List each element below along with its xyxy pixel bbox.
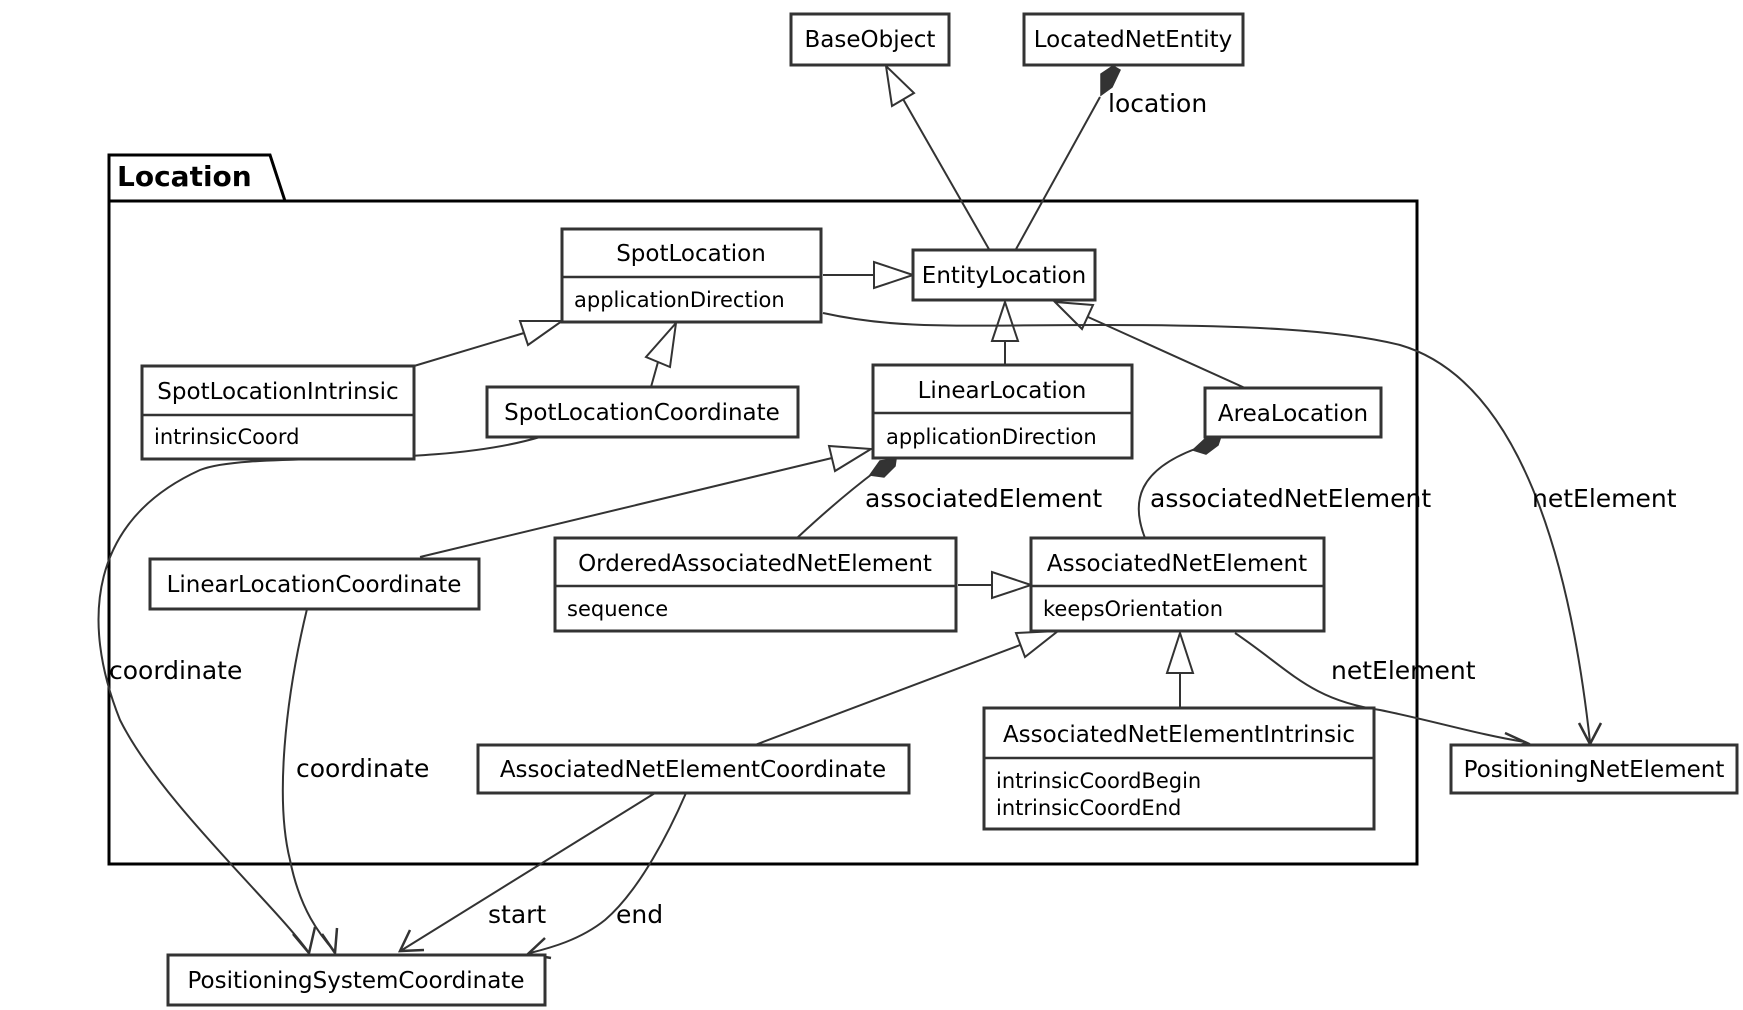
role-net-element-spot: netElement: [1532, 484, 1677, 513]
generalization-spotlocationintrinsic-spotlocation: [413, 320, 566, 367]
class-attribute: applicationDirection: [886, 425, 1097, 449]
package-location: Location: [107, 153, 1419, 866]
class-name: SpotLocationCoordinate: [504, 400, 780, 426]
class-name: PositioningNetElement: [1464, 757, 1725, 783]
role-end: end: [616, 900, 663, 929]
class-name: AssociatedNetElementIntrinsic: [1003, 722, 1355, 748]
class-name: LocatedNetEntity: [1034, 27, 1233, 53]
generalization-linearlocation-entitylocation: [990, 298, 1020, 365]
class-name: EntityLocation: [922, 263, 1086, 289]
generalization-entitylocation-baseobject: [884, 63, 991, 252]
class-linearlocationcoordinate[interactable]: LinearLocationCoordinate: [148, 557, 481, 611]
composition-location: [1014, 65, 1121, 252]
association-start: [397, 792, 656, 953]
class-name: AssociatedNetElementCoordinate: [500, 757, 886, 783]
generalization-spotlocationcoordinate-spotlocation: [644, 319, 678, 388]
class-linearlocation[interactable]: LinearLocation applicationDirection: [871, 363, 1134, 460]
class-spotlocation[interactable]: SpotLocation applicationDirection: [560, 227, 823, 324]
class-name: AssociatedNetElement: [1047, 551, 1307, 577]
role-associated-element: associatedElement: [865, 484, 1102, 513]
class-entitylocation[interactable]: EntityLocation: [911, 248, 1097, 302]
generalization-associatednetelementintrinsic-associatednetelement: [1165, 629, 1195, 708]
class-spotlocationcoordinate[interactable]: SpotLocationCoordinate: [485, 385, 800, 439]
class-attribute: intrinsicCoordEnd: [996, 796, 1181, 820]
role-start: start: [488, 900, 546, 929]
class-attribute: intrinsicCoord: [154, 425, 299, 449]
generalization-arealocation-entitylocation: [1052, 300, 1246, 389]
class-arealocation[interactable]: AreaLocation: [1203, 386, 1383, 439]
role-associated-net-element: associatedNetElement: [1150, 484, 1431, 513]
class-locatednetentity[interactable]: LocatedNetEntity: [1022, 12, 1245, 67]
class-positioningsystemcoordinate[interactable]: PositioningSystemCoordinate: [166, 953, 547, 1007]
composition-associatedelement: [796, 458, 897, 539]
class-name: SpotLocation: [616, 241, 766, 267]
class-name: LinearLocationCoordinate: [167, 572, 462, 598]
class-attribute: applicationDirection: [574, 288, 785, 312]
generalization-orderedassociatednetelement-associatednetelement: [958, 570, 1035, 600]
generalization-linearlocationcoordinate-linearlocation: [419, 444, 875, 558]
class-name: SpotLocationIntrinsic: [157, 379, 398, 405]
class-attribute: intrinsicCoordBegin: [996, 769, 1201, 793]
class-orderedassociatednetelement[interactable]: OrderedAssociatedNetElement sequence: [553, 536, 958, 633]
class-positioningnetelement[interactable]: PositioningNetElement: [1449, 743, 1739, 795]
class-name: LinearLocation: [918, 378, 1087, 404]
association-end: [525, 792, 687, 960]
class-name: PositioningSystemCoordinate: [188, 968, 525, 994]
class-attribute: sequence: [567, 597, 668, 621]
class-associatednetelementintrinsic[interactable]: AssociatedNetElementIntrinsic intrinsicC…: [982, 706, 1376, 831]
class-associatednetelementcoordinate[interactable]: AssociatedNetElementCoordinate: [476, 743, 911, 795]
class-name: AreaLocation: [1218, 401, 1368, 427]
generalization-spotlocation-entitylocation: [823, 260, 917, 290]
class-baseobject[interactable]: BaseObject: [789, 12, 951, 67]
class-attribute: keepsOrientation: [1043, 597, 1223, 621]
role-coordinate-linear: coordinate: [296, 754, 429, 783]
package-title: Location: [117, 160, 252, 193]
class-name: BaseObject: [805, 27, 936, 53]
role-location: location: [1108, 89, 1207, 118]
class-spotlocationintrinsic[interactable]: SpotLocationIntrinsic intrinsicCoord: [140, 364, 416, 461]
class-associatednetelement[interactable]: AssociatedNetElement keepsOrientation: [1029, 536, 1326, 633]
role-coordinate-spot: coordinate: [109, 656, 242, 685]
class-name: OrderedAssociatedNetElement: [578, 551, 932, 577]
association-coordinate-linearlocationcoordinate: [281, 608, 339, 957]
role-net-element-associated: netElement: [1331, 656, 1476, 685]
association-coordinate-spotlocationcoordinate: [97, 436, 541, 956]
